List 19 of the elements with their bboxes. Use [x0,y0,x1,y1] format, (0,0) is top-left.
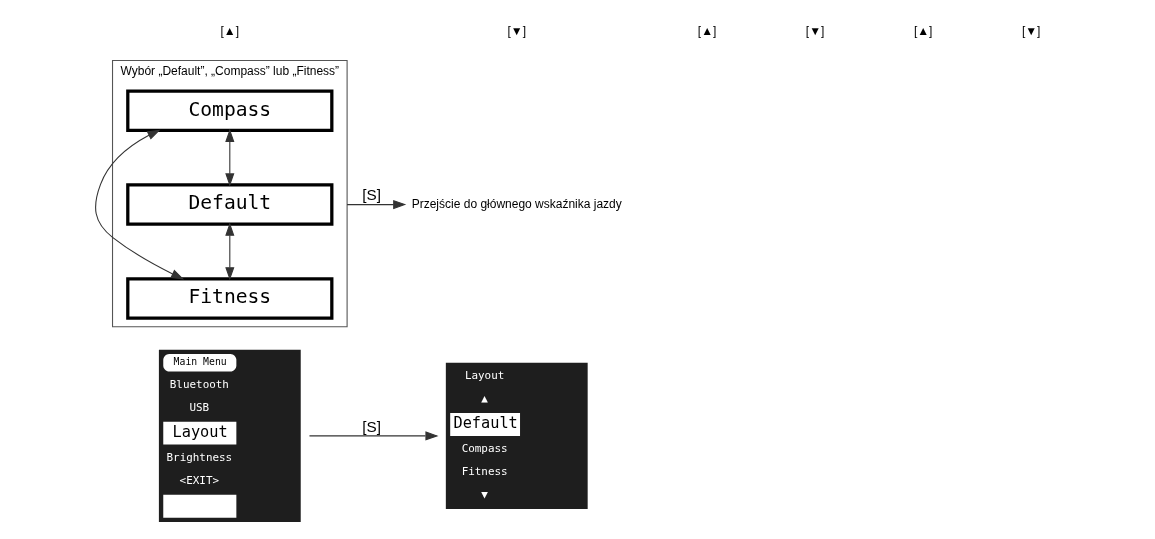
node-box: Layout ▲ Default Compass Fitness ▼ [445,362,588,509]
arrow [346,200,406,210]
node-text: Przejście do głównego wskaźnika jazdy [411,196,622,211]
node-box: Fitness [125,277,333,320]
arrow [94,129,184,280]
label: [▲] [913,24,932,39]
arrow [224,222,234,281]
arrow [308,431,438,441]
label: [▲] [220,24,239,39]
arrow [224,128,234,187]
node-box: Default [125,183,333,226]
label: [▼] [805,24,824,39]
label: [▲] [697,24,716,39]
edge-label: [S] [361,417,381,435]
label: [▼] [1021,24,1040,39]
edge-label: [S] [361,186,381,204]
node-box: Main Menu Bluetooth USB Layout Brightness <EXIT> [158,349,301,523]
label: [▼] [506,24,526,39]
node-box: Compass [125,89,333,133]
